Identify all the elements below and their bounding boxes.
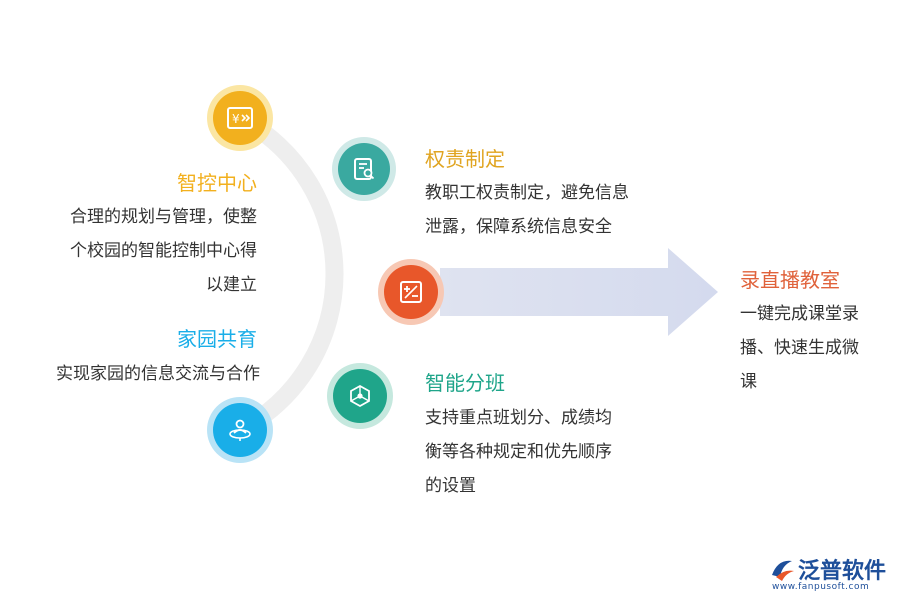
connector-arc xyxy=(235,110,344,438)
desc-line: 实现家园的信息交流与合作 xyxy=(56,364,260,384)
desc-line: 课 xyxy=(740,372,757,392)
network-cube-icon xyxy=(350,384,370,408)
authority-node xyxy=(332,137,396,201)
smart-class-title: 智能分班 xyxy=(425,371,505,395)
smart-control-title: 智控中心 xyxy=(177,171,257,195)
brand-logo-icon xyxy=(772,560,794,581)
desc-line: 播、快速生成微 xyxy=(740,338,859,358)
home-school-node xyxy=(207,397,273,463)
smart-control-desc: 合理的规划与管理，使整 个校园的智能控制中心得 以建立 xyxy=(70,200,257,302)
authority-title: 权责制定 xyxy=(425,147,505,171)
desc-line: 支持重点班划分、成绩均 xyxy=(425,408,612,428)
home-school-desc: 实现家园的信息交流与合作 xyxy=(56,357,260,391)
desc-line: 教职工权责制定，避免信息 xyxy=(425,183,629,203)
desc-line: 衡等各种规定和优先顺序 xyxy=(425,442,612,462)
smart-class-node xyxy=(327,363,393,429)
brand-logo-name: 泛普软件 xyxy=(798,559,887,584)
desc-line: 个校园的智能控制中心得 xyxy=(70,241,257,261)
smart-control-node: ¥ xyxy=(207,85,273,151)
recording-title: 录直播教室 xyxy=(740,268,840,292)
authority-desc: 教职工权责制定，避免信息 泄露，保障系统信息安全 xyxy=(425,176,629,244)
desc-line: 合理的规划与管理，使整 xyxy=(70,207,257,227)
money-chart-icon: ¥ xyxy=(227,107,253,129)
desc-line: 泄露，保障系统信息安全 xyxy=(425,217,612,237)
desc-line: 的设置 xyxy=(425,476,476,496)
person-ring-icon xyxy=(229,419,251,441)
desc-line: 一键完成课堂录 xyxy=(740,304,859,324)
center-node xyxy=(378,259,444,325)
home-school-title: 家园共育 xyxy=(177,327,257,351)
flow-arrow xyxy=(440,248,718,336)
desc-line: 以建立 xyxy=(206,275,257,295)
recording-desc: 一键完成课堂录 播、快速生成微 课 xyxy=(740,297,859,399)
smart-class-desc: 支持重点班划分、成绩均 衡等各种规定和优先顺序 的设置 xyxy=(425,401,612,503)
plus-minus-icon xyxy=(400,281,422,303)
svg-text:¥: ¥ xyxy=(232,112,240,126)
brand-logo-url: www.fanpusoft.com xyxy=(772,582,870,592)
brand-logo: 泛普软件 www.fanpusoft.com xyxy=(768,553,893,593)
document-search-icon xyxy=(354,158,375,180)
